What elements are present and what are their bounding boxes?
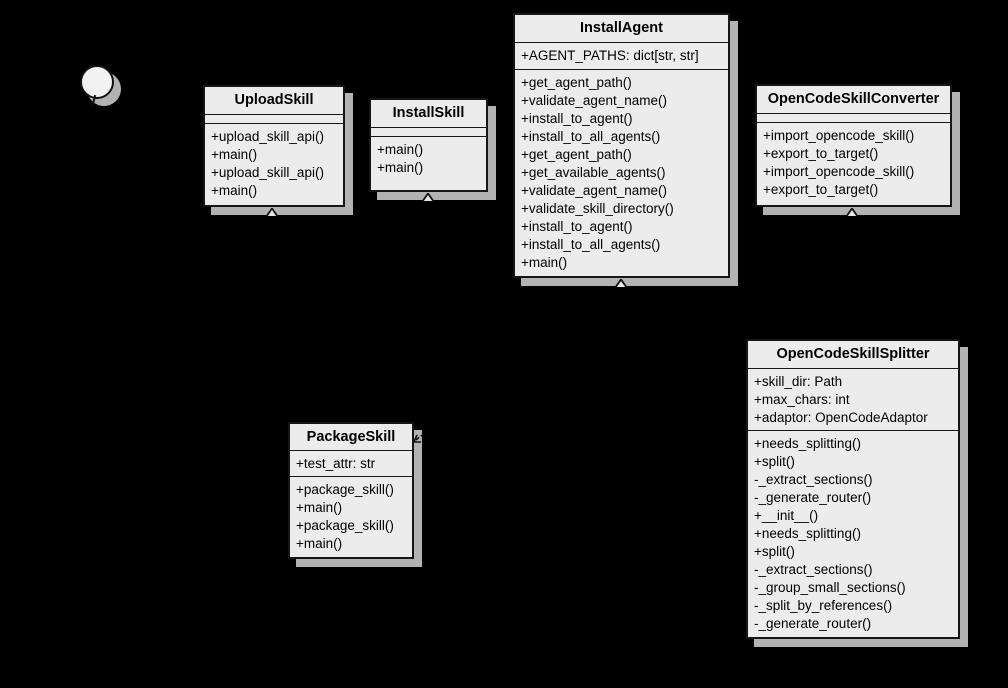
member-row: +skill_dir: Path — [754, 373, 843, 389]
member-row: +upload_skill_api() — [211, 165, 324, 180]
member-row: +split() — [754, 454, 795, 469]
association-arrowhead-icon — [408, 432, 426, 448]
member-row: +package_skill() — [296, 482, 394, 497]
member-row: -_extract_sections() — [754, 562, 873, 577]
inheritance-arrowhead-icon — [614, 279, 628, 287]
inheritance-arrowhead-icon — [265, 208, 279, 216]
class-title: UploadSkill — [205, 87, 343, 115]
member-row: +main() — [377, 142, 424, 157]
member-row: +get_agent_path() — [521, 75, 632, 90]
member-row: +needs_splitting() — [754, 526, 861, 541]
member-row: -_group_small_sections() — [754, 580, 906, 595]
member-row: +needs_splitting() — [754, 436, 861, 451]
class-title: OpenCodeSkillSplitter — [748, 341, 958, 369]
member-row: +adaptor: OpenCodeAdaptor — [754, 409, 928, 425]
member-row: +import_opencode_skill() — [763, 164, 915, 179]
member-row: +AGENT_PATHS: dict[str, str] — [521, 48, 699, 63]
class-node-packageskill: PackageSkill +test_attr: str +package_sk… — [288, 422, 414, 559]
class-title: PackageSkill — [290, 424, 412, 451]
member-row: -_generate_router() — [754, 616, 872, 631]
member-row: +main() — [521, 255, 568, 270]
inheritance-arrowhead-icon — [845, 208, 859, 216]
member-row: +main() — [296, 536, 343, 551]
member-row: +install_to_agent() — [521, 111, 633, 126]
class-attributes — [757, 114, 950, 123]
class-attributes — [371, 128, 486, 137]
member-row: +export_to_target() — [763, 182, 879, 197]
member-row: +main() — [211, 147, 258, 162]
class-title: OpenCodeSkillConverter — [757, 86, 950, 114]
member-row: +main() — [377, 160, 424, 175]
class-attributes: +skill_dir: Path +max_chars: int +adaptor:… — [748, 369, 958, 431]
class-node-installagent: InstallAgent +AGENT_PATHS: dict[str, str… — [513, 13, 730, 278]
member-row: +split() — [754, 544, 795, 559]
class-methods: +upload_skill_api() +main() +upload_skill_… — [205, 124, 343, 205]
member-row: +install_to_all_agents() — [521, 237, 661, 252]
member-row: +import_opencode_skill() — [763, 128, 915, 143]
member-row: +get_agent_path() — [521, 147, 632, 162]
member-row: +package_skill() — [296, 518, 394, 533]
member-row: -_extract_sections() — [754, 472, 873, 487]
class-attributes: +AGENT_PATHS: dict[str, str] — [515, 43, 728, 70]
class-node-installskill: InstallSkill +main() +main() — [369, 98, 488, 192]
member-row: +upload_skill_api() — [211, 129, 324, 144]
class-attributes: +test_attr: str — [290, 451, 412, 477]
class-node-uploadskill: UploadSkill +upload_skill_api()+main()+u… — [203, 85, 345, 207]
class-attributes — [205, 115, 343, 124]
member-row: +get_available_agents() — [521, 165, 666, 180]
inheritance-arrowhead-icon — [421, 193, 435, 201]
member-row: +__init__() — [754, 508, 819, 523]
circle-node — [80, 65, 114, 99]
member-row: +install_to_agent() — [521, 219, 633, 234]
member-row: +test_attr: str — [296, 455, 376, 471]
class-methods: +import_opencode_skill() +export_to_targe… — [757, 123, 950, 205]
member-row: +main() — [211, 183, 258, 198]
member-row: +install_to_all_agents() — [521, 129, 661, 144]
member-row: -_generate_router() — [754, 490, 872, 505]
member-row: +validate_agent_name() — [521, 93, 667, 108]
member-row: +main() — [296, 500, 343, 515]
class-node-opencodeskillsplitter: OpenCodeSkillSplitter +skill_dir: Path +m… — [746, 339, 960, 639]
class-methods: +get_agent_path() +validate_agent_name() +… — [515, 70, 728, 276]
class-title: InstallAgent — [515, 15, 728, 43]
class-methods: +package_skill() +main() +package_skill() +… — [290, 477, 412, 557]
member-row: +validate_agent_name() — [521, 183, 667, 198]
class-title: InstallSkill — [371, 100, 486, 128]
class-methods: +needs_splitting() +split() -_extract_sect… — [748, 431, 958, 637]
member-row: +validate_skill_directory() — [521, 201, 674, 216]
class-methods: +main() +main() — [371, 137, 486, 190]
member-row: +max_chars: int — [754, 391, 850, 407]
class-node-opencodeskillconverter: OpenCodeSkillConverter +import_opencode_… — [755, 84, 952, 207]
member-row: +export_to_target() — [763, 146, 879, 161]
member-row: -_split_by_references() — [754, 598, 893, 613]
